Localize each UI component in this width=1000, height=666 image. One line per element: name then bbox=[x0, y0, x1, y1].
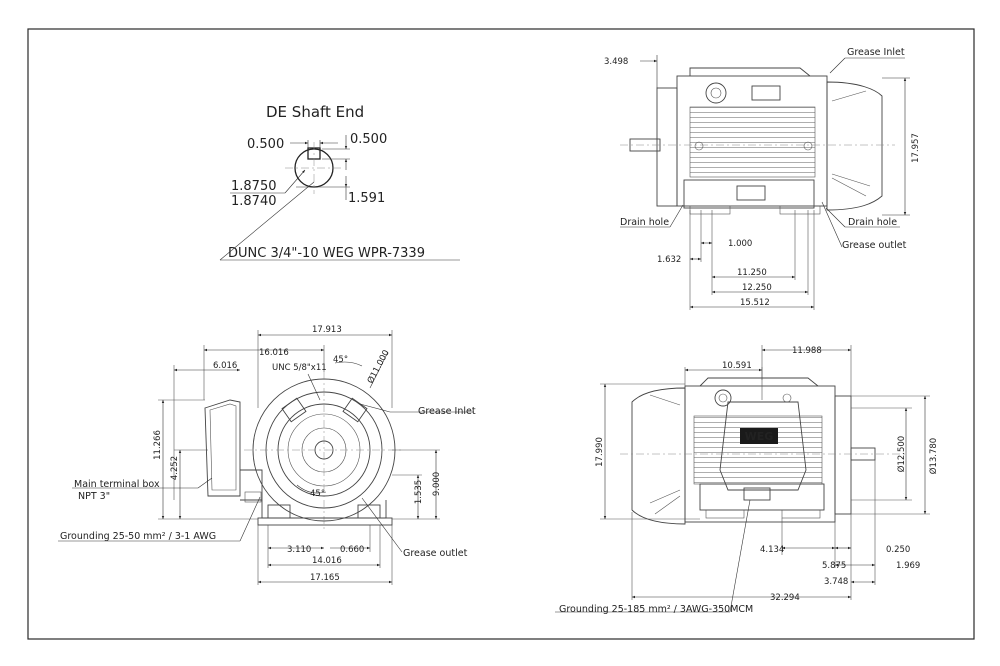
shaft-end-view: DE Shaft End 0.500 0.500 1.591 1.8750 1.… bbox=[219, 103, 460, 261]
dim-side-10591: 10.591 bbox=[722, 361, 752, 371]
dim-top-1632: 1.632 bbox=[657, 255, 681, 265]
label-front-grounding: Grounding 25-50 mm² / 3-1 AWG bbox=[60, 531, 216, 542]
dim-key-width: 0.500 bbox=[247, 137, 284, 152]
dim-front-3110: 3.110 bbox=[287, 545, 311, 555]
dim-front-11266: 11.266 bbox=[153, 430, 163, 460]
thread-note: DUNC 3/4"-10 WEG WPR-7339 bbox=[228, 246, 425, 261]
dim-front-17165: 17.165 bbox=[310, 573, 340, 583]
dim-diameter-min: 1.8740 bbox=[231, 194, 277, 209]
dim-top-3498: 3.498 bbox=[604, 57, 628, 67]
dim-top-height: 17.957 bbox=[911, 133, 921, 163]
dim-side-height: 17.990 bbox=[595, 437, 605, 467]
side-view: WEG 11.988 10.591 17.990 Ø12.500 Ø13.780 bbox=[555, 345, 939, 615]
dim-front-14016: 14.016 bbox=[312, 556, 342, 566]
label-terminal-box: Main terminal box bbox=[74, 479, 160, 490]
dim-diameter-max: 1.8750 bbox=[231, 179, 277, 194]
top-fan-cover bbox=[826, 81, 883, 211]
top-view: 3.498 Grease Inlet 17.957 Drain hole Dra… bbox=[604, 47, 921, 310]
angle-front-top: 45° bbox=[333, 355, 348, 365]
dim-top-12250: 12.250 bbox=[742, 283, 772, 293]
dim-flange-dia: Ø11.000 bbox=[365, 348, 392, 385]
dim-front-9000: 9.000 bbox=[432, 472, 442, 496]
label-side-grounding: Grounding 25-185 mm² / 3AWG-350MCM bbox=[559, 604, 753, 615]
shaft-title: DE Shaft End bbox=[266, 103, 364, 121]
dim-side-3748: 3.748 bbox=[824, 577, 848, 587]
dim-top-11250: 11.250 bbox=[737, 268, 767, 278]
dim-key-offset: 1.591 bbox=[348, 191, 385, 206]
label-front-grease-outlet: Grease outlet bbox=[403, 548, 468, 559]
dim-side-5875: 5.875 bbox=[822, 561, 846, 571]
label-drain-hole-right: Drain hole bbox=[848, 217, 897, 228]
side-fan-cover bbox=[631, 387, 686, 525]
weg-logo-text: WEG bbox=[745, 430, 774, 443]
angle-front-bottom: 45° bbox=[310, 489, 325, 499]
dim-front-6016: 6.016 bbox=[213, 361, 237, 371]
dim-key-depth: 0.500 bbox=[350, 132, 387, 147]
label-top-grease-inlet: Grease Inlet bbox=[847, 47, 905, 58]
label-terminal-npt: NPT 3" bbox=[78, 491, 110, 502]
weg-logo bbox=[740, 428, 778, 444]
dim-side-length: 32.294 bbox=[770, 593, 800, 603]
drawing-frame bbox=[27, 28, 975, 640]
label-top-grease-outlet: Grease outlet bbox=[842, 240, 907, 251]
dim-side-1969: 1.969 bbox=[896, 561, 920, 571]
dim-side-dia13780: Ø13.780 bbox=[928, 438, 939, 474]
dim-front-16016: 16.016 bbox=[259, 348, 289, 358]
label-front-grease-inlet: Grease Inlet bbox=[418, 406, 476, 417]
dim-side-4134: 4.134 bbox=[760, 545, 784, 555]
dim-front-4252: 4.252 bbox=[170, 456, 180, 480]
front-view: 17.913 16.016 45° Ø11.000 6.016 UNC 5/8"… bbox=[58, 325, 476, 585]
dim-side-0250: 0.250 bbox=[886, 545, 910, 555]
dim-top-1000: 1.000 bbox=[728, 239, 752, 249]
dim-top-15512: 15.512 bbox=[740, 298, 770, 308]
dim-front-0660: 0.660 bbox=[340, 545, 364, 555]
front-thread-note: UNC 5/8"x11 bbox=[272, 363, 327, 373]
dim-side-11988: 11.988 bbox=[792, 346, 822, 356]
dim-front-1535: 1.535 bbox=[414, 480, 424, 504]
dim-side-dia12500: Ø12.500 bbox=[896, 436, 907, 472]
dim-front-17913: 17.913 bbox=[312, 325, 342, 335]
label-drain-hole-left: Drain hole bbox=[620, 217, 669, 228]
